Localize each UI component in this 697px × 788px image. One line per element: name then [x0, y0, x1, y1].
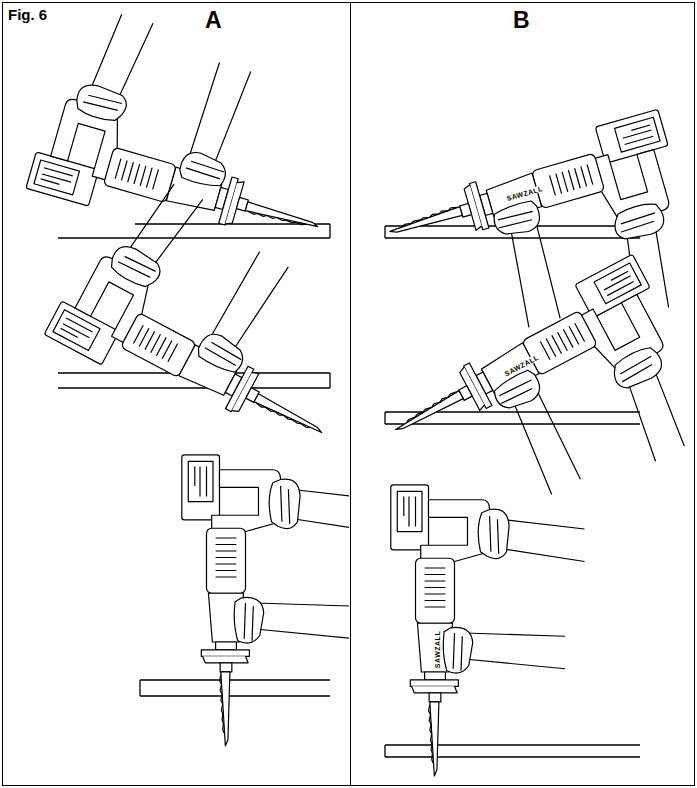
saw-drawing: [378, 109, 694, 375]
workpiece: [140, 680, 330, 696]
saw-drawing: [26, 3, 349, 268]
figure-panel: B: [350, 2, 695, 786]
tool-brand-text: SAWZALL: [503, 353, 541, 378]
panel-b-art: [375, 109, 694, 776]
workpiece: [58, 373, 330, 388]
saw-drawing: [182, 455, 349, 746]
figure-panel: A: [2, 2, 351, 786]
saw-drawing: [391, 485, 585, 776]
panel-a-art: [26, 3, 349, 746]
figure-number: Fig. 6: [8, 6, 47, 23]
saw-drawing: [44, 163, 349, 471]
tool-brand-text: SAWZALL: [434, 630, 441, 669]
saw-drawing: [375, 254, 694, 562]
tool-brand-text: SAWZALL: [505, 185, 545, 203]
workpiece: [385, 226, 640, 238]
workpiece: [385, 745, 640, 757]
panel-letter: A: [205, 7, 222, 34]
panel-letter: B: [513, 7, 530, 34]
workpiece: [58, 224, 330, 238]
workpiece: [385, 412, 640, 424]
